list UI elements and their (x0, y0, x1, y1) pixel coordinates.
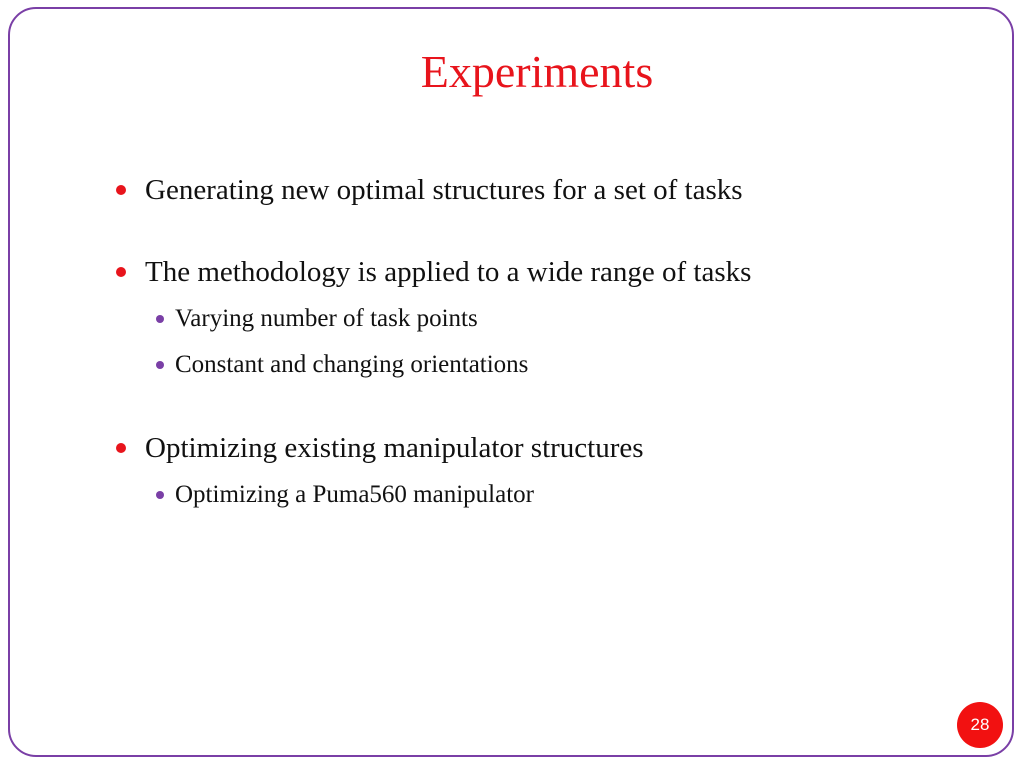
bullet-item: Optimizing existing manipulator structur… (112, 426, 972, 518)
sub-bullet-dot-icon (156, 361, 164, 369)
sub-bullet-item-label: Optimizing a Puma560 manipulator (175, 481, 534, 508)
sub-bullet-dot-icon (156, 315, 164, 323)
bullet-item-label: The methodology is applied to a wide ran… (145, 256, 752, 288)
sub-bullet-dot-icon (156, 491, 164, 499)
sub-bullet-item: Constant and changing orientations (112, 342, 972, 388)
sub-bullet-item-label: Varying number of task points (175, 305, 478, 332)
bullet-item-label: Optimizing existing manipulator structur… (145, 432, 644, 464)
bullet-item-text: The methodology is applied to a wide ran… (112, 250, 972, 294)
page-number-badge: 28 (957, 702, 1003, 748)
sub-bullet-list: Varying number of task points Constant a… (112, 296, 972, 388)
bullet-item-text: Generating new optimal structures for a … (112, 168, 972, 212)
sub-bullet-item: Optimizing a Puma560 manipulator (112, 472, 972, 518)
bullet-list: Generating new optimal structures for a … (112, 168, 972, 518)
sub-bullet-list: Optimizing a Puma560 manipulator (112, 472, 972, 518)
bullet-dot-icon (116, 267, 126, 277)
bullet-item: The methodology is applied to a wide ran… (112, 250, 972, 388)
sub-bullet-item-label: Constant and changing orientations (175, 351, 529, 378)
bullet-dot-icon (116, 185, 126, 195)
bullet-item-label: Generating new optimal structures for a … (145, 174, 743, 206)
bullet-item: Generating new optimal structures for a … (112, 168, 972, 212)
bullet-item-text: Optimizing existing manipulator structur… (112, 426, 972, 470)
bullet-dot-icon (116, 443, 126, 453)
sub-bullet-item: Varying number of task points (112, 296, 972, 342)
slide-title: Experiments (420, 46, 654, 97)
slide-frame (8, 7, 1014, 757)
